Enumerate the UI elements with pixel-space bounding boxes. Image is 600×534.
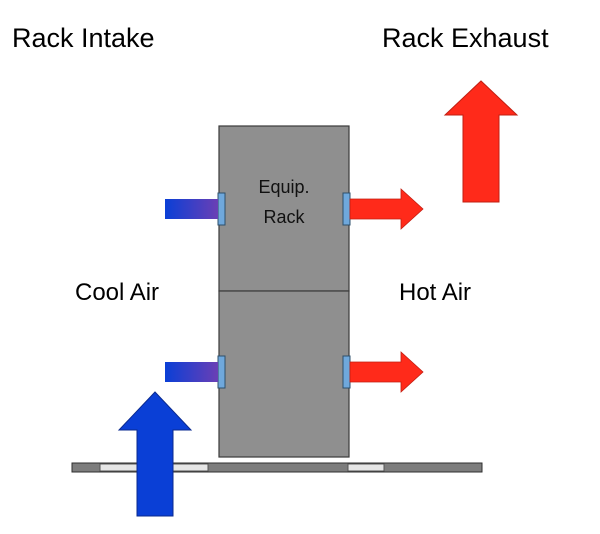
cool-air-label: Cool Air (75, 279, 159, 306)
floor-perforated-tile-right (347, 463, 385, 472)
vent-icon (217, 192, 226, 226)
hot-air-label: Hot Air (399, 279, 471, 306)
rack-lower-unit (218, 290, 350, 458)
floor-slab (71, 462, 483, 473)
rack-exhaust-label: Rack Exhaust (382, 23, 549, 53)
equipment-rack: Equip. Rack (218, 125, 350, 458)
arrow-up-icon (117, 391, 193, 517)
vent-icon (342, 355, 351, 389)
airflow-bar-icon (165, 199, 218, 219)
vent-icon (217, 355, 226, 389)
arrow-right-icon (349, 351, 424, 393)
rack-label-line1: Equip. (258, 177, 309, 197)
arrow-right-icon (349, 188, 424, 230)
airflow-bar-icon (165, 362, 218, 382)
rack-label-line2: Rack (263, 207, 305, 227)
raised-floor (71, 462, 483, 473)
rack-intake-label: Rack Intake (12, 23, 155, 53)
rack-upper-unit (218, 125, 350, 292)
cool-air-flows (165, 199, 218, 382)
hot-air-flows (349, 188, 424, 393)
vent-icon (342, 192, 351, 226)
arrow-up-icon (443, 80, 519, 203)
